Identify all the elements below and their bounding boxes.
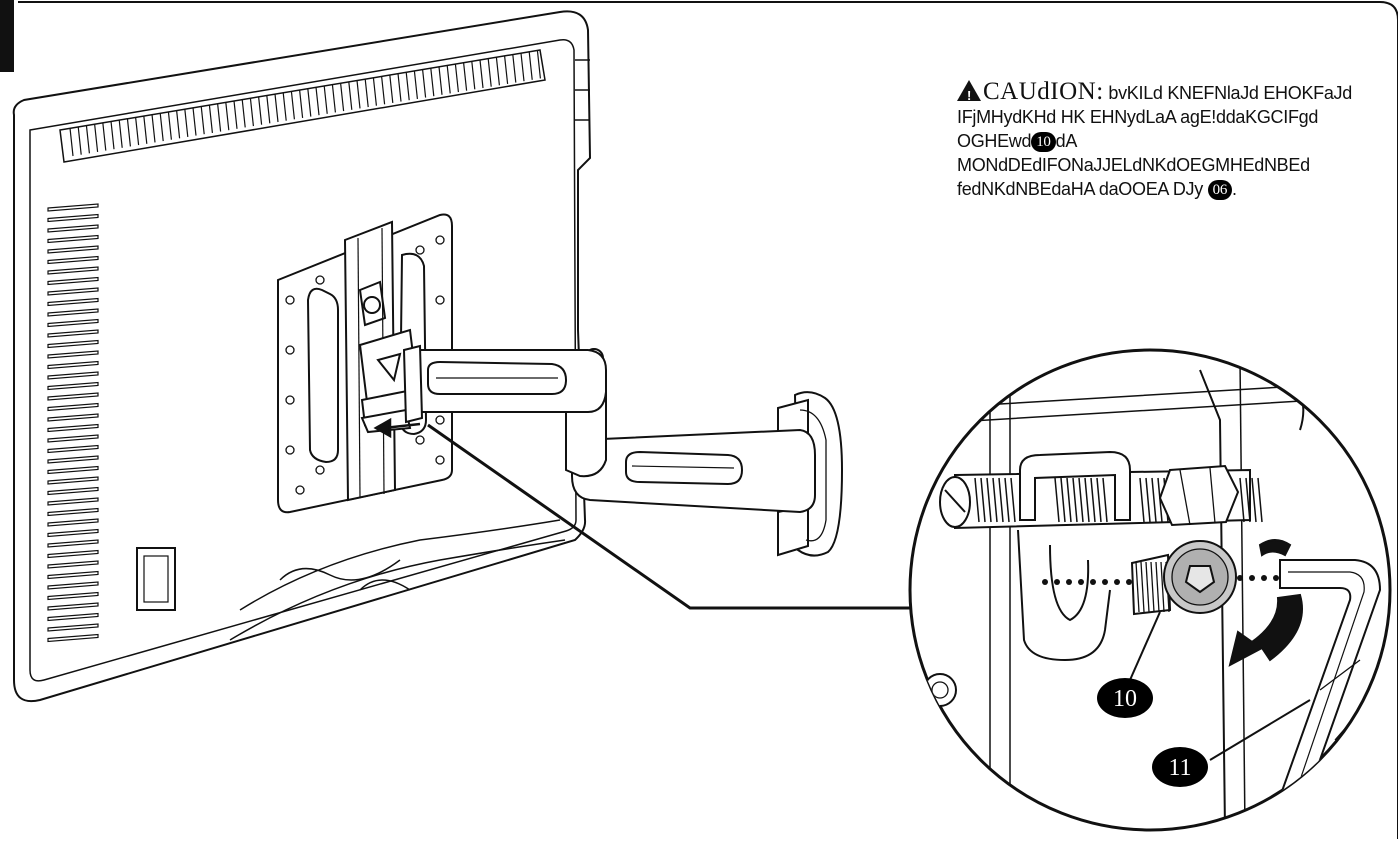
vesa-plate: [277, 213, 453, 514]
zoom-detail: 10 11: [908, 348, 1392, 832]
leader-line: [427, 423, 918, 610]
caution-heading: CAUdION:: [983, 78, 1104, 105]
callout-10-leader: [1129, 611, 1161, 681]
callout-11-leader: [1209, 699, 1311, 761]
callout-11-label: 11: [1168, 755, 1191, 781]
caution-line-4-end: .: [1232, 179, 1237, 199]
monitor: [12, 10, 592, 702]
caution-line-1: bvKILd KNEFNlaJd EHOKFaJd: [1108, 83, 1352, 103]
caution-ref-10: 10: [1031, 132, 1056, 152]
warning-icon: [957, 80, 981, 108]
caution-line-3a: OGHEwd: [957, 131, 1032, 151]
wall-arm: [402, 344, 844, 557]
caution-ref-06: 06: [1207, 180, 1233, 200]
caution-line-2: IFjMHydKHd HK EHNydLaA agE!ddaKGCIFgd: [957, 107, 1319, 127]
caution-line-4a: fedNKdNBEdaHA daOOEA DJy: [957, 179, 1203, 199]
caution-note: CAUdION: bvKILd KNEFNlaJd EHOKFaJd IFjMH…: [957, 78, 1387, 201]
step-tab: [0, 0, 14, 72]
callout-11: 11: [1152, 747, 1208, 787]
callout-10: 10: [1097, 678, 1153, 718]
pointer-arrow: [373, 417, 421, 439]
callout-10-label: 10: [1113, 686, 1137, 712]
caution-line-3b: dA MONdDEdIFONaJJELdNKdOEGMHEdNBEd: [957, 131, 1310, 175]
